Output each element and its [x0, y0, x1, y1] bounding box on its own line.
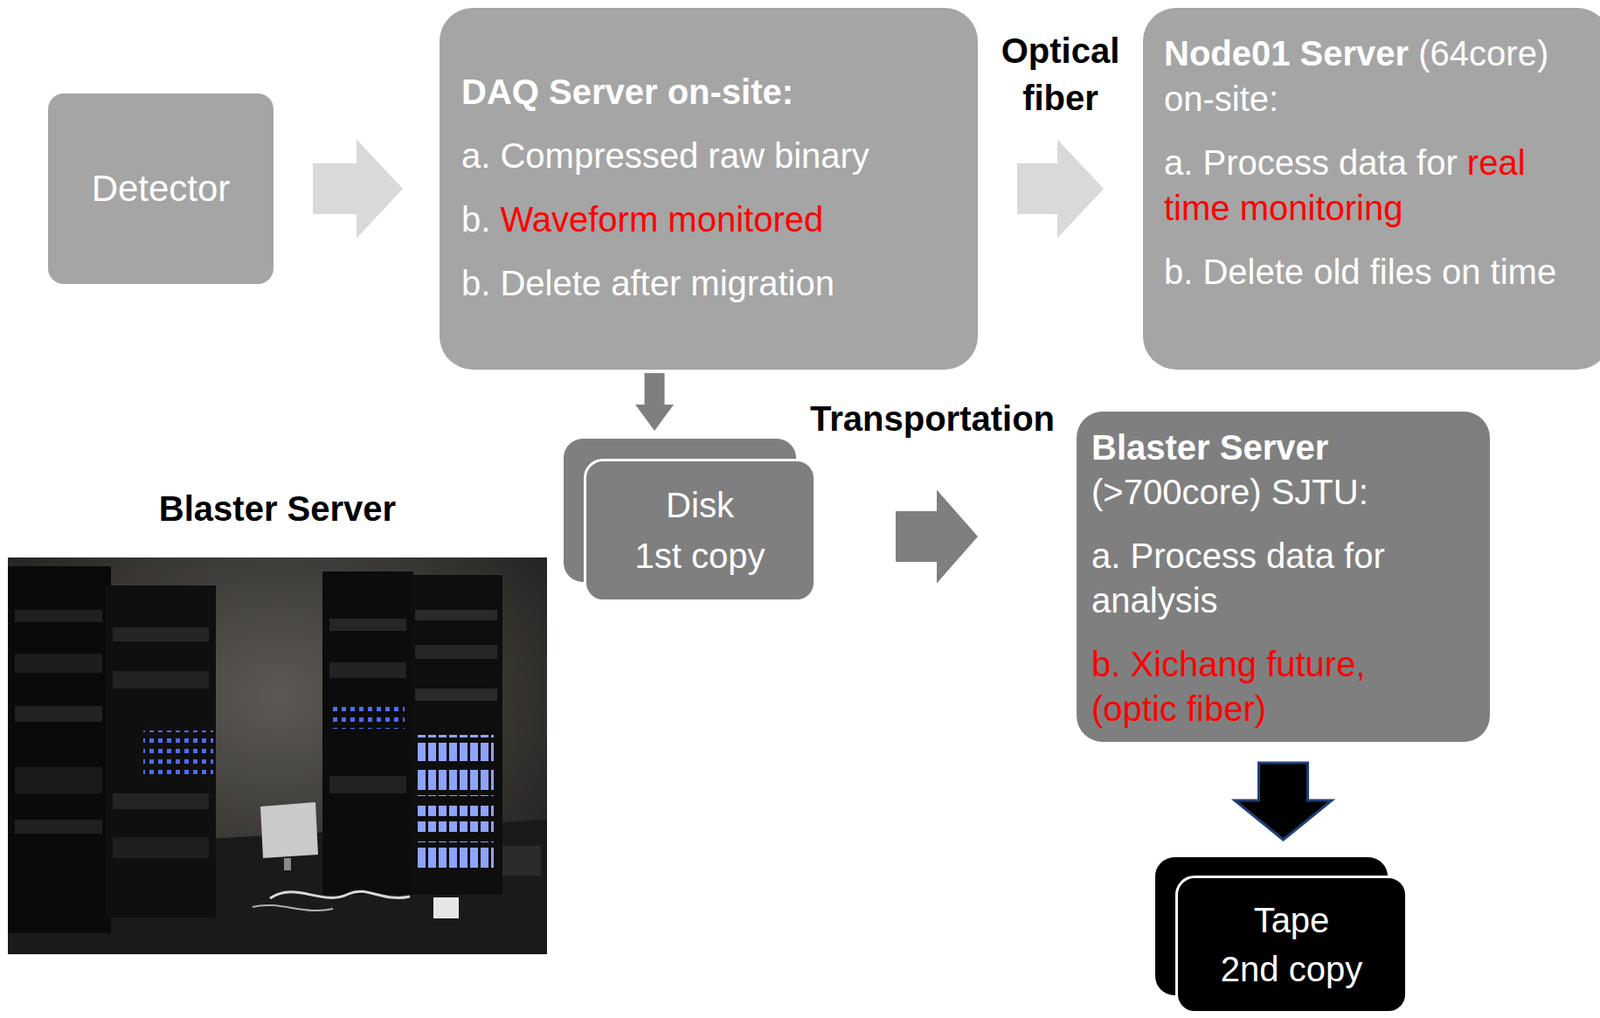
node-text: Blaster Server	[1091, 428, 1329, 467]
node-text: a. Process data for	[1163, 143, 1458, 182]
node-text: a. Compressed raw binary	[461, 136, 870, 175]
node-text: 2nd copy	[1220, 949, 1363, 989]
node-text: b. Delete after migration	[461, 263, 835, 303]
node-text: b. Xichang future, (optic fiber)	[1091, 644, 1366, 728]
text-line: a. Process data for real time monitoring	[1163, 139, 1581, 231]
text-line: b. Xichang future, (optic fiber)	[1091, 642, 1455, 732]
node-text: DAQ Server on-site:	[461, 72, 794, 111]
block-arrow	[895, 490, 978, 584]
edge-label: Transportation	[801, 394, 1064, 443]
node-text: (64core)	[1418, 34, 1549, 73]
node-text: Detector	[91, 167, 231, 209]
daq-server-box: DAQ Server on-site: a. Compressed raw bin…	[439, 7, 978, 370]
photo-caption-label: Blaster Server	[7, 485, 548, 532]
text-line: 2nd copy	[1220, 944, 1363, 994]
text-line: (>700core) SJTU:	[1091, 470, 1455, 515]
text-line: Tape	[1253, 895, 1330, 945]
block-arrow	[1017, 139, 1104, 239]
node-text: b. Delete old files on time	[1163, 252, 1557, 291]
node-text: b.	[461, 200, 491, 239]
server-room-photo	[7, 557, 548, 955]
detector-box: Detector	[48, 93, 274, 284]
text-line: Node01 Server (64core) on-site:	[1163, 30, 1581, 122]
disk-box: Disk 1st copy	[583, 458, 817, 603]
node-text: Node01 Server	[1163, 34, 1409, 73]
block-arrow	[312, 139, 403, 239]
node-text: 1st copy	[635, 536, 766, 575]
text-line: b. Delete old files on time	[1163, 249, 1581, 295]
text-line: b. Delete after migration	[461, 261, 961, 306]
node-text: (>700core) SJTU:	[1091, 472, 1369, 512]
node01-server-box: Node01 Server (64core) on-site: a. Proces…	[1142, 7, 1600, 370]
text-line: DAQ Server on-site:	[461, 69, 961, 115]
blaster-server-box: Blaster Server (>700core) SJTU: a. Process…	[1076, 411, 1490, 742]
text-line: 1st copy	[635, 530, 766, 582]
text-line: Blaster Server	[1091, 425, 1455, 471]
node-text: a. Process data for analysis	[1091, 536, 1386, 620]
node-text: Waveform monitored	[499, 200, 824, 239]
text-line: Disk	[665, 479, 735, 531]
block-arrow	[1234, 762, 1332, 840]
tape-box: Tape 2nd copy	[1175, 875, 1408, 1014]
text-line: b. Waveform monitored	[461, 197, 961, 243]
block-arrow	[635, 373, 674, 431]
edge-label: Optical fiber	[986, 27, 1136, 122]
node-text: on-site:	[1163, 79, 1279, 118]
node-text: Tape	[1253, 900, 1330, 940]
text-line: Detector	[91, 166, 231, 212]
text-line: a. Process data for analysis	[1091, 533, 1455, 624]
node-text: Disk	[665, 485, 735, 525]
text-line: a. Compressed raw binary	[461, 133, 961, 179]
